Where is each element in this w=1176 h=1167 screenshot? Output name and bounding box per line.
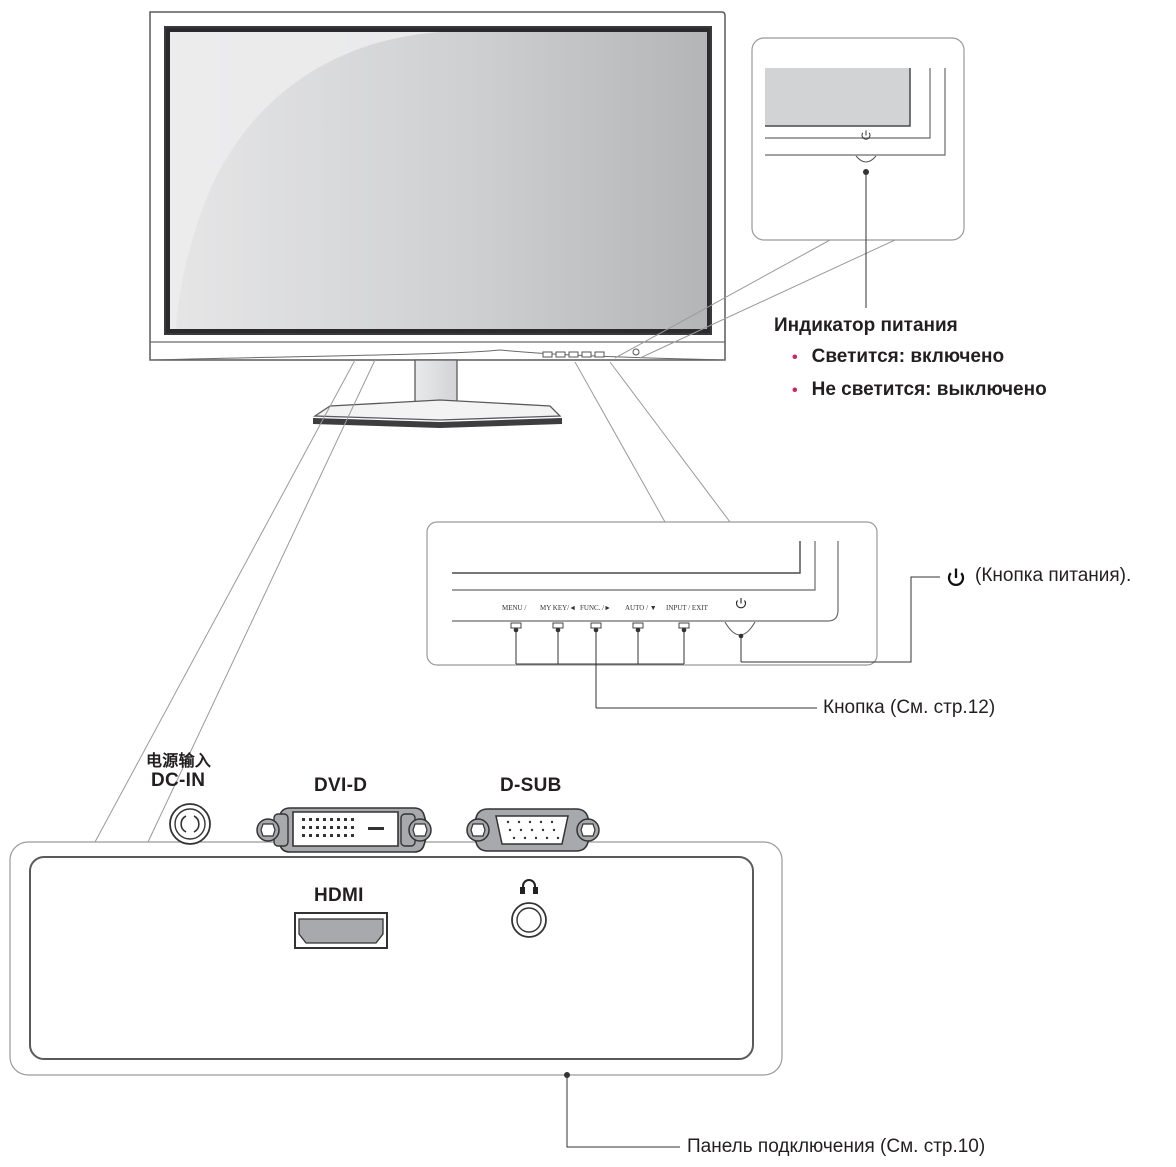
power-button-callout: (Кнопка питания).: [975, 565, 1132, 586]
stand-neck: [414, 359, 458, 405]
power-icon: [947, 568, 965, 586]
input-button-label: INPUT / EXIT: [666, 604, 708, 612]
hdmi-port: [294, 912, 388, 949]
front-buttons-zoom: [426, 361, 940, 709]
power-icon: [735, 598, 747, 609]
dc-in-label: DC-IN: [151, 770, 206, 791]
front-button-row: [542, 348, 640, 358]
menu-button-label: MENU /: [502, 604, 527, 612]
auto-button-label: AUTO / ▼: [625, 604, 657, 612]
connection-panel: [29, 856, 754, 1060]
dsub-label: D-SUB: [500, 775, 562, 796]
dc-in-port: [169, 803, 211, 845]
zoom-screen-corner: [765, 68, 910, 126]
screen-glare: [170, 32, 440, 329]
stand-base: [312, 399, 562, 421]
power-icon: [861, 130, 871, 140]
buttons-callout: Кнопка (См. стр.12): [823, 697, 996, 718]
headphone-jack: [511, 902, 547, 938]
power-indicator-off: •Не светится: выключено: [792, 379, 1047, 400]
stand-base-edge: [313, 418, 562, 428]
dvi-port: [256, 807, 432, 853]
connection-panel-zoom: [9, 359, 783, 1148]
hdmi-label: HDMI: [314, 885, 364, 906]
bullet-icon: •: [792, 382, 798, 399]
power-indicator-on: •Светится: включено: [792, 346, 1005, 367]
func-button-label: FUNC. /►: [580, 604, 612, 612]
dc-in-cn-label: 电源输入: [146, 753, 212, 770]
dsub-port: [466, 808, 600, 852]
headphone-icon: [520, 879, 538, 894]
connection-panel-callout: Панель подключения (См. стр.10): [687, 1136, 986, 1157]
dvi-label: DVI-D: [314, 775, 368, 796]
bullet-icon: •: [792, 349, 798, 366]
my-key-button-label: MY KEY/◄: [540, 604, 577, 612]
power-indicator-zoom: [614, 37, 965, 359]
monitor: [149, 11, 726, 428]
power-indicator-title: Индикатор питания: [774, 315, 958, 336]
